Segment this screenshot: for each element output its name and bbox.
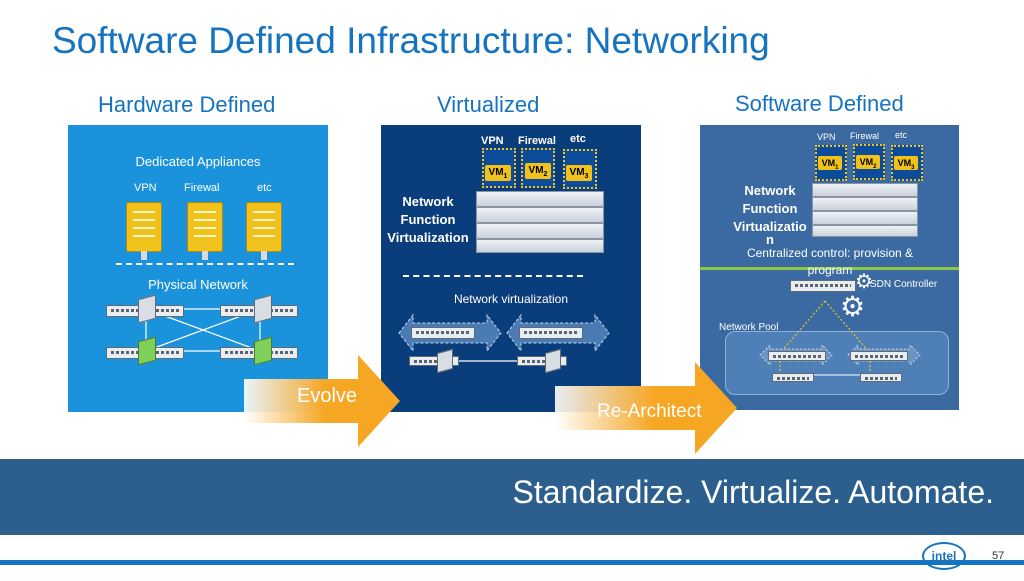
server-stack-icon	[476, 223, 604, 239]
virtual-switch-icon	[411, 327, 475, 339]
sdn-controller-icon	[790, 280, 856, 292]
gear-icon: ⚙	[855, 271, 873, 293]
switch-icon	[860, 373, 902, 382]
etc-server-icon	[246, 202, 282, 260]
physical-network-label: Physical Network	[148, 277, 248, 292]
switch-icon	[772, 373, 814, 382]
control-divider	[700, 267, 959, 270]
divider-line	[403, 275, 583, 277]
vpn-label: VPN	[817, 132, 836, 142]
arrow-body	[244, 379, 360, 423]
router-icon	[138, 336, 156, 366]
server-stack-icon	[812, 225, 918, 237]
vm-badge: VM2	[525, 163, 551, 179]
router-icon	[437, 348, 453, 374]
vm-badge: VM1	[485, 165, 511, 181]
router-icon	[138, 294, 156, 324]
etc-label: etc	[895, 130, 908, 140]
evolve-arrow: Evolve	[244, 355, 400, 447]
nfv-label: Network Function Virtualization	[387, 194, 469, 245]
server-stack-icon	[476, 191, 604, 207]
rearchitect-arrow: Re-Architect	[555, 362, 741, 454]
heading-virtualized: Virtualized	[437, 92, 540, 117]
slide-title: Software Defined Infrastructure: Network…	[52, 20, 770, 61]
firewall-server-icon	[187, 202, 223, 260]
intel-logo: intel	[922, 542, 966, 570]
arrow-head	[695, 362, 737, 454]
vm-badge: VM3	[566, 165, 592, 181]
server-stack-icon	[812, 183, 918, 197]
vm-badge: VM3	[894, 156, 918, 171]
gear-icon: ⚙	[840, 291, 866, 322]
arrow-body	[555, 386, 697, 430]
software-defined-panel: VPN Firewal etc VM1 VM2 VM3 Network Func…	[700, 125, 959, 410]
network-virtualization-label: Network virtualization	[453, 292, 569, 306]
sdn-links	[759, 300, 921, 377]
hardware-defined-panel: Dedicated Appliances VPN Firewal etc Phy…	[68, 125, 328, 412]
page-number: 57	[992, 550, 1005, 562]
evolve-label: Evolve	[297, 385, 358, 407]
vm-badge: VM2	[856, 155, 880, 170]
virtual-switch-icon	[768, 351, 826, 361]
firewall-label: Firewal	[850, 131, 880, 141]
server-stack-icon	[812, 197, 918, 211]
network-pool-label: Network Pool	[719, 322, 779, 333]
firewall-label: Firewal	[518, 135, 556, 147]
rearchitect-label: Re-Architect	[597, 401, 702, 422]
heading-software-defined: Software Defined	[735, 91, 904, 116]
divider-line	[116, 263, 294, 265]
server-stack-icon	[812, 211, 918, 225]
server-stack-icon	[476, 239, 604, 253]
vpn-label: VPN	[134, 182, 157, 194]
firewall-label: Firewal	[184, 182, 220, 194]
virtual-switch-icon	[519, 327, 583, 339]
centralized-control-label: Centralized control: provision & program	[746, 246, 914, 277]
etc-label: etc	[570, 133, 586, 145]
footer-bar	[0, 560, 1024, 581]
arrow-head	[358, 355, 400, 447]
tagline-band	[0, 459, 1024, 535]
switch-icon	[517, 356, 567, 366]
virtualized-panel: VPN Firewal etc VM1 VM2 VM3 Network Func…	[381, 125, 641, 412]
nfv-label: Network Function Virtualizatio n	[733, 183, 807, 247]
sdn-controller-label: SDN Controller	[870, 279, 938, 290]
etc-label: etc	[257, 182, 272, 194]
vm-badge: VM1	[818, 156, 842, 171]
heading-hardware-defined: Hardware Defined	[98, 92, 276, 117]
vpn-label: VPN	[481, 135, 504, 147]
dedicated-appliances-label: Dedicated Appliances	[135, 154, 261, 169]
virtual-switch-icon	[850, 351, 908, 361]
vpn-server-icon	[126, 202, 162, 260]
router-icon	[254, 294, 272, 324]
tagline: Standardize. Virtualize. Automate.	[512, 474, 994, 510]
server-stack-icon	[476, 207, 604, 223]
switch-icon	[409, 356, 459, 366]
